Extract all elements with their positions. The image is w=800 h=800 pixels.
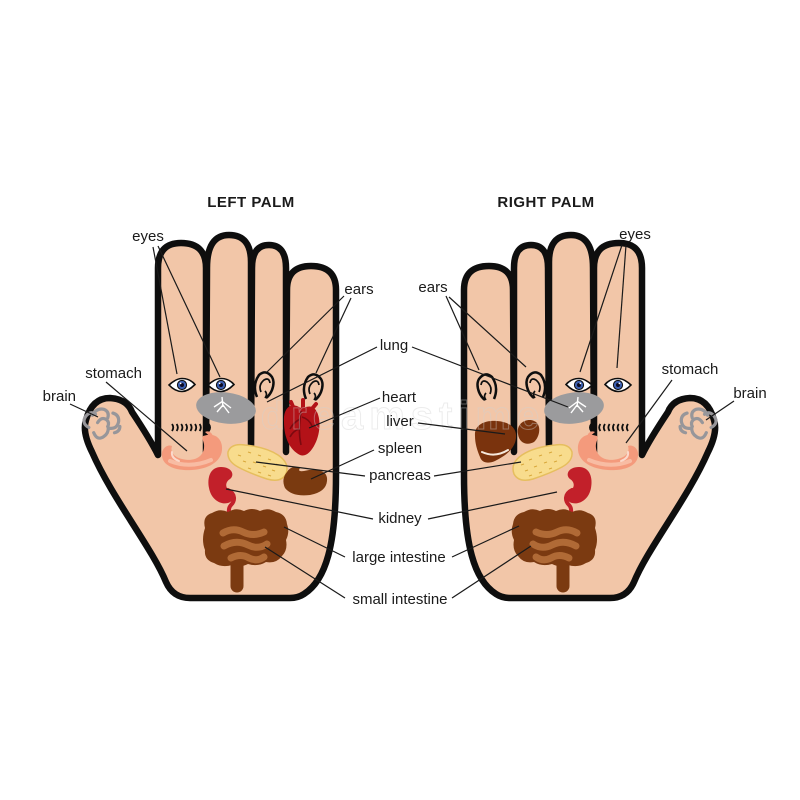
leader-line-right-ear-1 (445, 295, 480, 371)
left-palm-title: LEFT PALM (207, 194, 295, 211)
leader-line-left-stomach (105, 381, 188, 452)
leader-line-right-stomach (625, 379, 673, 444)
label-pancreas: pancreas (369, 467, 431, 484)
label-left-brain: brain (43, 388, 76, 405)
leader-line-right-eye-2 (616, 244, 627, 369)
leader-line-pancreas-left (255, 461, 366, 477)
label-left-stomach: stomach (85, 365, 142, 382)
leader-line-liver (417, 422, 506, 435)
label-small-intestine: small intestine (352, 591, 447, 608)
label-right-eyes: eyes (619, 226, 651, 243)
leader-line-left-brain (69, 403, 99, 418)
leader-line-spleen (310, 449, 375, 480)
label-spleen: spleen (378, 440, 422, 457)
leader-line-right-eye-1 (579, 244, 623, 373)
label-lung: lung (380, 337, 408, 354)
label-right-stomach: stomach (662, 361, 719, 378)
label-heart: heart (382, 389, 417, 406)
label-right-ears: ears (418, 279, 447, 296)
heart-shape (283, 398, 320, 456)
label-left-ears: ears (344, 281, 373, 298)
leader-line-left-eye-1 (152, 246, 178, 375)
leader-line-left-eye-2 (157, 245, 221, 378)
leader-line-left-ear-2 (315, 297, 352, 374)
spleen-shape (283, 467, 328, 496)
leader-line-kidney-right (427, 491, 558, 520)
leader-lines (69, 244, 735, 599)
leader-line-large-intestine-right (451, 525, 520, 558)
leader-line-small-intestine-right (451, 545, 532, 599)
leader-line-pancreas-right (433, 461, 522, 477)
right-palm-title: RIGHT PALM (497, 194, 594, 211)
leader-line-lung-left (266, 346, 378, 403)
labels: LEFT PALM RIGHT PALM eyes ears stomach b… (43, 194, 767, 608)
leader-line-lung-right (411, 346, 569, 408)
leader-line-heart (308, 397, 381, 429)
heart-vessel-lines (289, 410, 313, 446)
label-left-eyes: eyes (132, 228, 164, 245)
label-right-brain: brain (733, 385, 766, 402)
leader-line-kidney-left (225, 488, 374, 520)
leader-line-right-brain (705, 400, 735, 421)
leader-line-right-ear-2 (448, 296, 527, 368)
left-hand (81, 235, 336, 598)
label-kidney: kidney (378, 510, 422, 527)
label-large-intestine: large intestine (352, 549, 445, 566)
leader-line-large-intestine-left (283, 526, 346, 558)
label-liver: liver (386, 413, 414, 430)
leader-line-left-ear-1 (266, 295, 345, 373)
watermark: dreamstime (261, 394, 546, 438)
leader-line-small-intestine-left (264, 546, 346, 599)
